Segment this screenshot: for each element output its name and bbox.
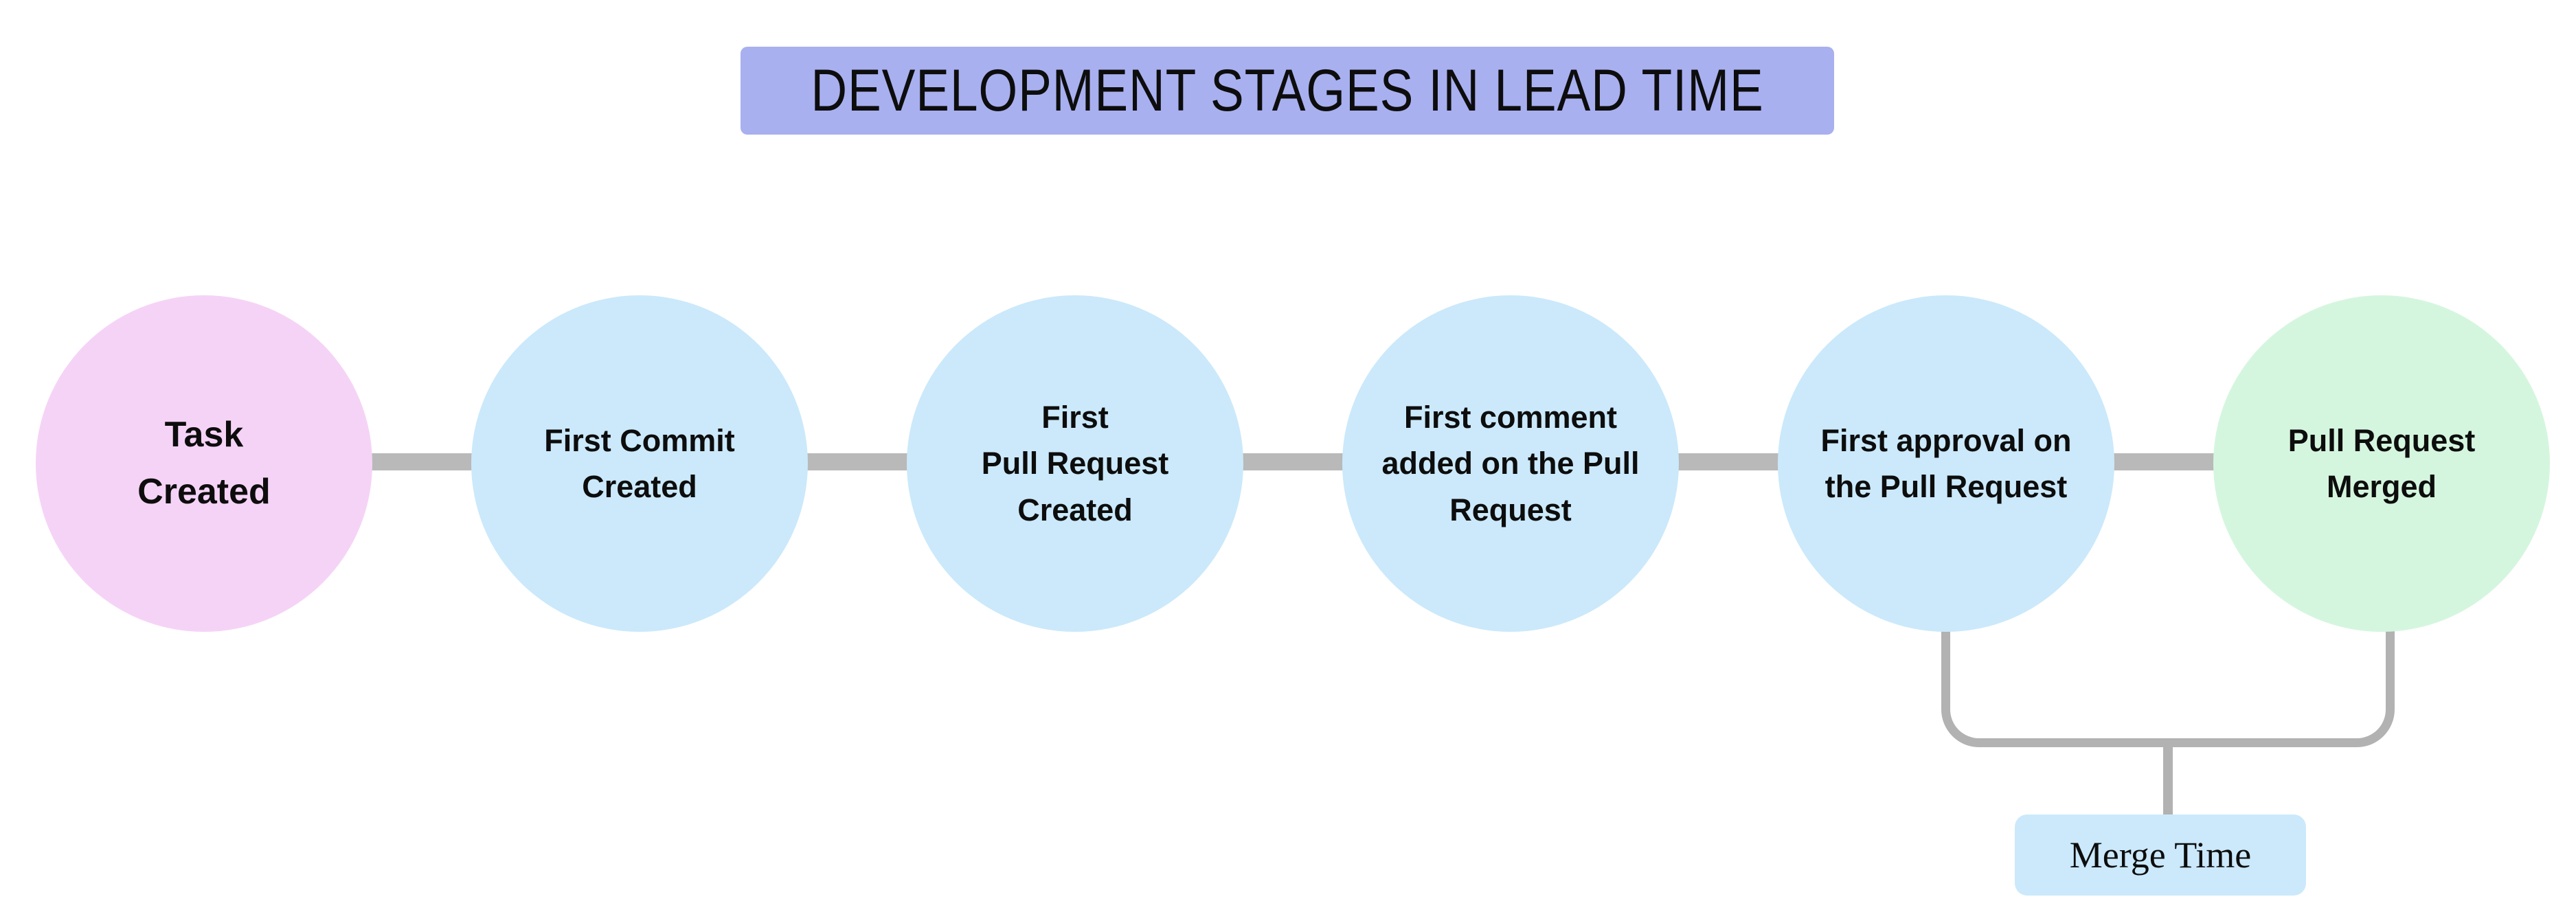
stage-label: Task Created [137,414,271,512]
stage-circle-first-commit-created: First Commit Created [471,295,808,632]
title-banner: DEVELOPMENT STAGES IN LEAD TIME [741,47,1834,135]
stage-circle-first-pull-request-created: First Pull Request Created [907,295,1243,632]
stage-label: First Commit Created [544,422,735,505]
stage-circle-first-comment-added: First comment added on the Pull Request [1342,295,1679,632]
merge-time-label-text: Merge Time [2069,834,2252,876]
stage-label: First approval on the Pull Request [1820,422,2072,505]
merge-time-bracket [1941,630,2395,747]
stage-label: First Pull Request Created [981,399,1169,527]
merge-time-label: Merge Time [2015,814,2306,896]
stage-circle-pull-request-merged: Pull Request Merged [2213,295,2550,632]
stage-circle-task-created: Task Created [36,295,372,632]
merge-time-bracket-stem [2163,743,2173,814]
page-title: DEVELOPMENT STAGES IN LEAD TIME [811,57,1764,124]
stage-label: First comment added on the Pull Request [1381,399,1640,527]
stage-label: Pull Request Merged [2287,422,2476,505]
stage-circle-first-approval: First approval on the Pull Request [1778,295,2114,632]
